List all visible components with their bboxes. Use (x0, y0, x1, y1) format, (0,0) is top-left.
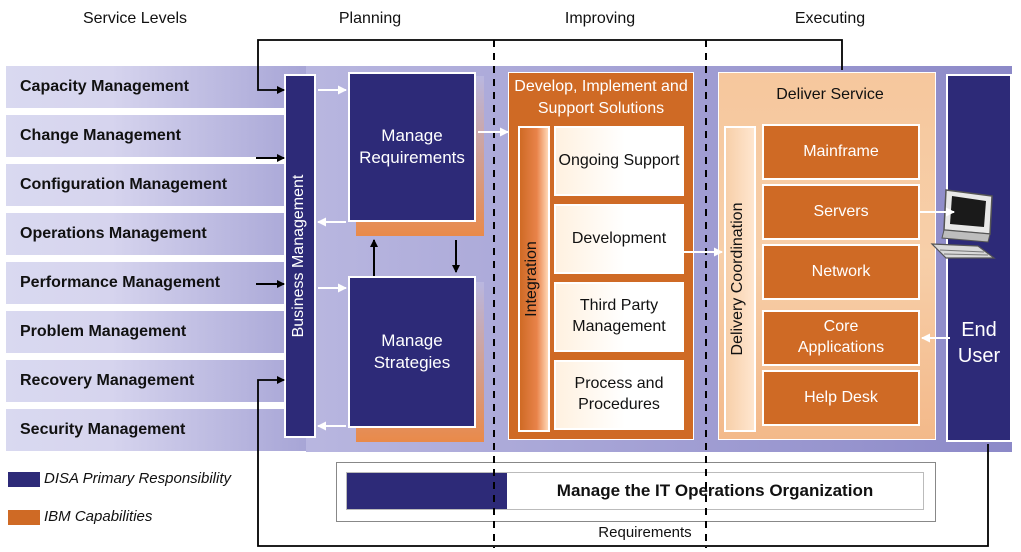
mainframe-box: Mainframe (762, 124, 920, 180)
delivery-coordination-bar: Delivery Coordination (724, 126, 756, 432)
service-level-configuration: Configuration Management (6, 164, 306, 208)
phase-service-levels: Service Levels (82, 10, 188, 27)
legend-ibm-swatch (8, 510, 40, 525)
business-management-bar: Business Management (284, 74, 316, 438)
ongoing-support-box: Ongoing Support (554, 126, 684, 196)
service-level-change: Change Management (6, 115, 306, 159)
phase-planning: Planning (338, 10, 402, 27)
manage-org-bar: Manage the IT Operations Organization (346, 472, 924, 510)
manage-org-disa-segment (347, 473, 507, 509)
service-level-label: Capacity Management (20, 78, 189, 95)
integration-bar: Integration (518, 126, 550, 432)
deliver-service-header: Deliver Service (776, 86, 884, 103)
service-level-capacity: Capacity Management (6, 66, 306, 110)
service-level-recovery: Recovery Management (6, 360, 306, 404)
top-feedback-arrow (257, 39, 843, 94)
service-level-label: Security Management (20, 421, 186, 438)
service-level-label: Recovery Management (20, 372, 195, 389)
requirements-label: Requirements (598, 524, 692, 541)
service-level-label: Operations Management (20, 225, 207, 242)
legend-disa-label: DISA Primary Responsibility (44, 470, 231, 487)
legend-disa-swatch (8, 472, 40, 487)
process-procedures-box: Process and Procedures (554, 360, 684, 430)
service-level-label: Problem Management (20, 323, 187, 340)
improving-header: Develop, Implement and Support Solutions (514, 78, 688, 117)
service-level-label: Configuration Management (20, 176, 228, 193)
service-level-label: Performance Management (20, 274, 221, 291)
network-box: Network (762, 244, 920, 300)
help-desk-box: Help Desk (762, 370, 920, 426)
service-level-problem: Problem Management (6, 311, 306, 355)
core-applications-box: Core Applications (762, 310, 920, 366)
development-box: Development (554, 204, 684, 274)
manage-strategies-box: Manage Strategies (348, 276, 476, 428)
manage-org-label: Manage the IT Operations Organization (556, 481, 874, 500)
requirements-loop-arrow (257, 376, 989, 547)
legend-ibm-label: IBM Capabilities (44, 508, 153, 525)
service-level-operations: Operations Management (6, 213, 306, 257)
servers-box: Servers (762, 184, 920, 240)
third-party-management-box: Third Party Management (554, 282, 684, 352)
phase-improving: Improving (564, 10, 636, 27)
service-level-label: Change Management (20, 127, 181, 144)
phase-executing: Executing (794, 10, 866, 27)
manage-requirements-box: Manage Requirements (348, 72, 476, 222)
computer-icon (930, 189, 996, 259)
service-level-security: Security Management (6, 409, 306, 453)
